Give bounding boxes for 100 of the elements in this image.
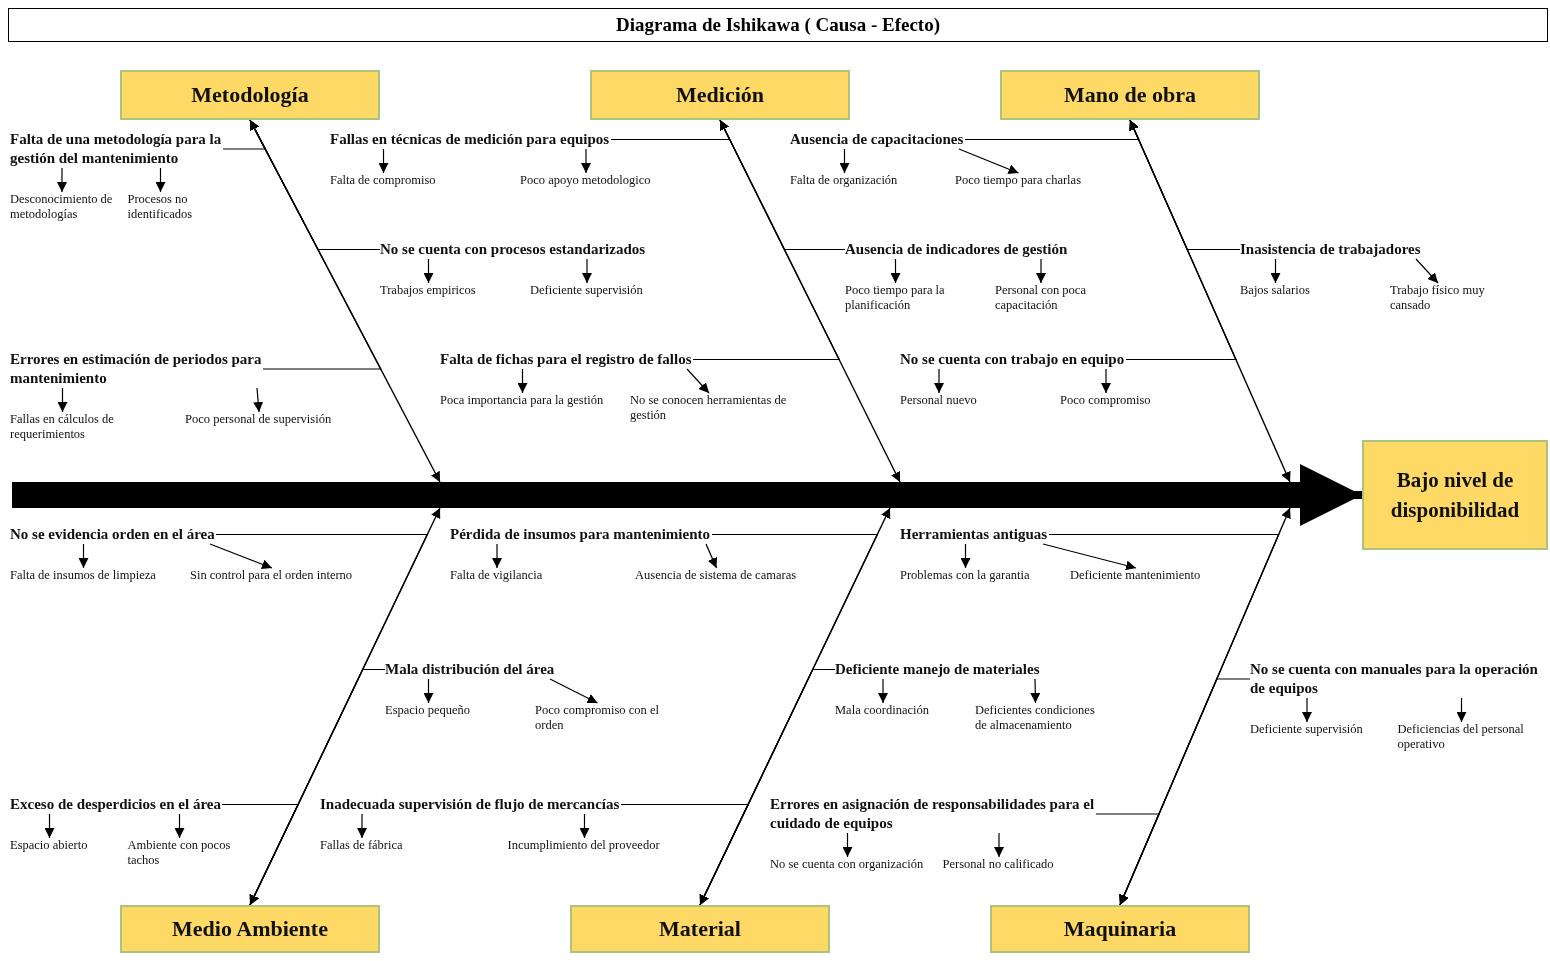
arrow: [57, 167, 67, 193]
cause-text: Falta de una metodología para la gestión del mantenimiento: [10, 130, 223, 168]
sub-cause-text: Procesos no identificados: [127, 192, 194, 222]
sub-cause-text: Personal nuevo: [900, 393, 978, 408]
arrow: [582, 258, 592, 284]
arrow: [492, 543, 502, 569]
arrow: [57, 387, 68, 413]
arrow: [692, 119, 841, 361]
sub-cause-text: Mala coordinación: [835, 703, 931, 718]
spine-arrow: [1300, 464, 1362, 526]
sub-cause-text: Personal no calificado: [942, 857, 1056, 872]
cause-text: No se cuenta con trabajo en equipo: [900, 350, 1126, 369]
arrow: [839, 148, 850, 174]
cause-text: Pérdida de insumos para mantenimiento: [450, 525, 712, 544]
arrow: [517, 368, 528, 394]
sub-cause-text: Trabajos empiricos: [380, 283, 477, 298]
sub-cause-text: No se cuenta con organización: [770, 857, 925, 872]
cause-text: Inadecuada supervisión de flujo de mercancías: [320, 795, 621, 814]
sub-cause-text: Desconocimiento de metodologías: [10, 192, 114, 222]
arrow: [934, 368, 944, 394]
sub-cause-text: Falta de vigilancia: [450, 568, 544, 583]
arrow: [249, 119, 382, 370]
sub-cause-text: Incumplimiento del proveedor: [507, 838, 662, 853]
sub-cause-text: Fallas de fábrica: [320, 838, 404, 853]
arrow: [1415, 258, 1439, 284]
arrow: [1302, 697, 1312, 723]
arrow: [1101, 368, 1111, 394]
sub-cause-text: Falta de insumos de limpieza: [10, 568, 157, 583]
category-box: Medición: [590, 70, 850, 120]
arrow: [155, 167, 166, 193]
cause-text: Ausencia de capacitaciones: [790, 130, 965, 149]
bone-arrow: [1129, 119, 1291, 483]
arrow: [1125, 119, 1237, 361]
arrow: [842, 832, 853, 858]
cause-text: Fallas en técnicas de medición para equipos: [330, 130, 611, 149]
arrow: [960, 543, 971, 569]
sub-cause-text: Ambiente con pocos tachos: [127, 838, 232, 868]
sub-cause-text: Deficiente supervisión: [530, 283, 644, 298]
sub-cause-text: Poco personal de supervisión: [185, 412, 333, 427]
arrow: [705, 543, 718, 569]
arrow: [78, 543, 89, 569]
cause-text: Errores en asignación de responsabilidades para el cuidado de equipos: [770, 795, 1096, 833]
arrow: [958, 148, 1020, 174]
title: Diagrama de Ishikawa ( Causa - Efecto): [8, 8, 1548, 42]
sub-cause-text: Sin control para el orden interno: [190, 568, 354, 583]
effect-box: Bajo nivel de disponibilidad: [1362, 440, 1548, 550]
arrow: [1042, 543, 1137, 571]
arrow: [423, 258, 434, 284]
sub-cause-text: Poco compromiso con el orden: [535, 703, 660, 733]
category-box: Mano de obra: [1000, 70, 1260, 120]
sub-cause-text: Poca importancia para la gestión: [440, 393, 605, 408]
sub-cause-text: Deficiente mantenimiento: [1070, 568, 1202, 583]
cause-text: Errores en estimación de periodos para mantenimiento: [10, 350, 263, 388]
cause-text: Inasistencia de trabajadores: [1240, 240, 1422, 259]
sub-cause-text: Poco compromiso: [1060, 393, 1152, 408]
arrow: [253, 387, 264, 413]
cause-text: Falta de fichas para el registro de fallos: [440, 350, 693, 369]
arrow: [174, 813, 185, 839]
arrow: [423, 678, 434, 704]
arrow: [44, 813, 55, 839]
sub-cause-text: Poco tiempo para la planificación: [845, 283, 946, 313]
category-box: Medio Ambiente: [120, 905, 380, 953]
sub-cause-text: Falta de organización: [790, 173, 899, 188]
sub-cause-text: No se conocen herramientas de gestión: [630, 393, 788, 423]
bone-arrow: [719, 119, 901, 483]
cause-text: Exceso de desperdicios en el área: [10, 795, 222, 814]
sub-cause-text: Poco tiempo para charlas: [955, 173, 1082, 188]
sub-cause-text: Deficiencias del personal operativo: [1397, 722, 1526, 752]
arrow: [1270, 258, 1281, 284]
arrow: [357, 813, 367, 839]
arrow: [579, 813, 590, 839]
sub-cause-text: Personal con poca capacitación: [995, 283, 1087, 313]
sub-cause-text: Espacio abierto: [10, 838, 89, 853]
arrow: [878, 678, 888, 704]
category-box: Metodología: [120, 70, 380, 120]
sub-cause-text: Ausencia de sistema de camaras: [635, 568, 798, 583]
bone-arrow: [249, 119, 441, 483]
arrow: [1030, 678, 1041, 704]
cause-text: No se cuenta con procesos estandarizados: [380, 240, 647, 259]
cause-text: Herramientas antiguas: [900, 525, 1049, 544]
arrow: [890, 258, 901, 284]
sub-cause-text: Fallas en cálculos de requerimientos: [10, 412, 115, 442]
cause-text: No se cuenta con manuales para la operación de equipos: [1250, 660, 1539, 698]
bone-arrow: [249, 507, 441, 906]
cause-text: Ausencia de indicadores de gestión: [845, 240, 1069, 259]
sub-cause-text: Espacio pequeño: [385, 703, 472, 718]
arrow: [1036, 258, 1046, 284]
sub-cause-text: Poco apoyo metodologico: [520, 173, 652, 188]
category-box: Maquinaria: [990, 905, 1250, 953]
sub-cause-text: Deficiente supervisión: [1250, 722, 1364, 737]
sub-cause-text: Bajos salarios: [1240, 283, 1311, 298]
bone-arrow: [1119, 507, 1291, 906]
sub-cause-text: Deficientes condiciones de almacenamiento: [975, 703, 1096, 733]
cause-text: Deficiente manejo de materiales: [835, 660, 1041, 679]
sub-cause-text: Trabajo físico muy cansado: [1390, 283, 1486, 313]
arrow: [994, 832, 1004, 858]
sub-cause-text: Problemas con la garantia: [900, 568, 1031, 583]
category-box: Material: [570, 905, 830, 953]
arrow: [209, 543, 273, 570]
cause-text: No se evidencia orden en el área: [10, 525, 216, 544]
